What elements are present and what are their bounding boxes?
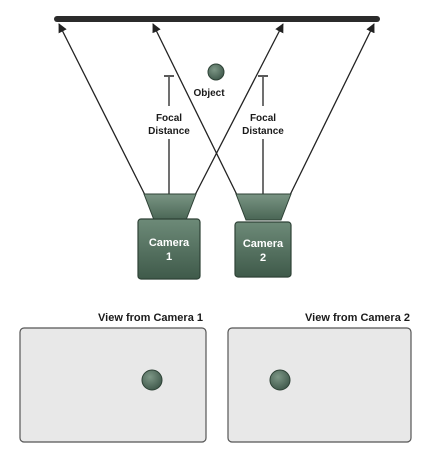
view1-object [141,369,163,391]
focal-label-2-line1: Focal [250,113,276,124]
view2-object [269,369,291,391]
camera2-left-ray [152,23,239,198]
camera1-left-ray [58,23,147,198]
camera2-right-ray [288,23,375,198]
camera2-body [234,221,292,278]
camera1-label-line1: Camera [149,237,190,249]
object-sphere [207,63,225,81]
camera2-lens [235,193,292,221]
focal-label-1-line2: Distance [148,126,190,137]
camera2-label-line2: 2 [260,252,266,264]
focal-label-2-line2: Distance [242,126,284,137]
view2-title: View from Camera 2 [305,312,410,324]
camera1-lens [143,193,197,221]
camera1-body [137,218,201,280]
camera-2: Camera 2 [234,193,292,278]
camera2-label-line1: Camera [243,238,284,250]
view1-title: View from Camera 1 [98,312,203,324]
focal-label-1-line1: Focal [156,113,182,124]
focal-distance-marker-2 [258,75,268,195]
camera1-label-line2: 1 [166,251,172,263]
camera-1: Camera 1 [137,193,201,280]
camera1-right-ray [193,23,284,198]
view2-panel [227,327,412,443]
focal-distance-marker-1 [164,75,174,195]
view1-panel [19,327,207,443]
object-label: Object [193,88,225,99]
